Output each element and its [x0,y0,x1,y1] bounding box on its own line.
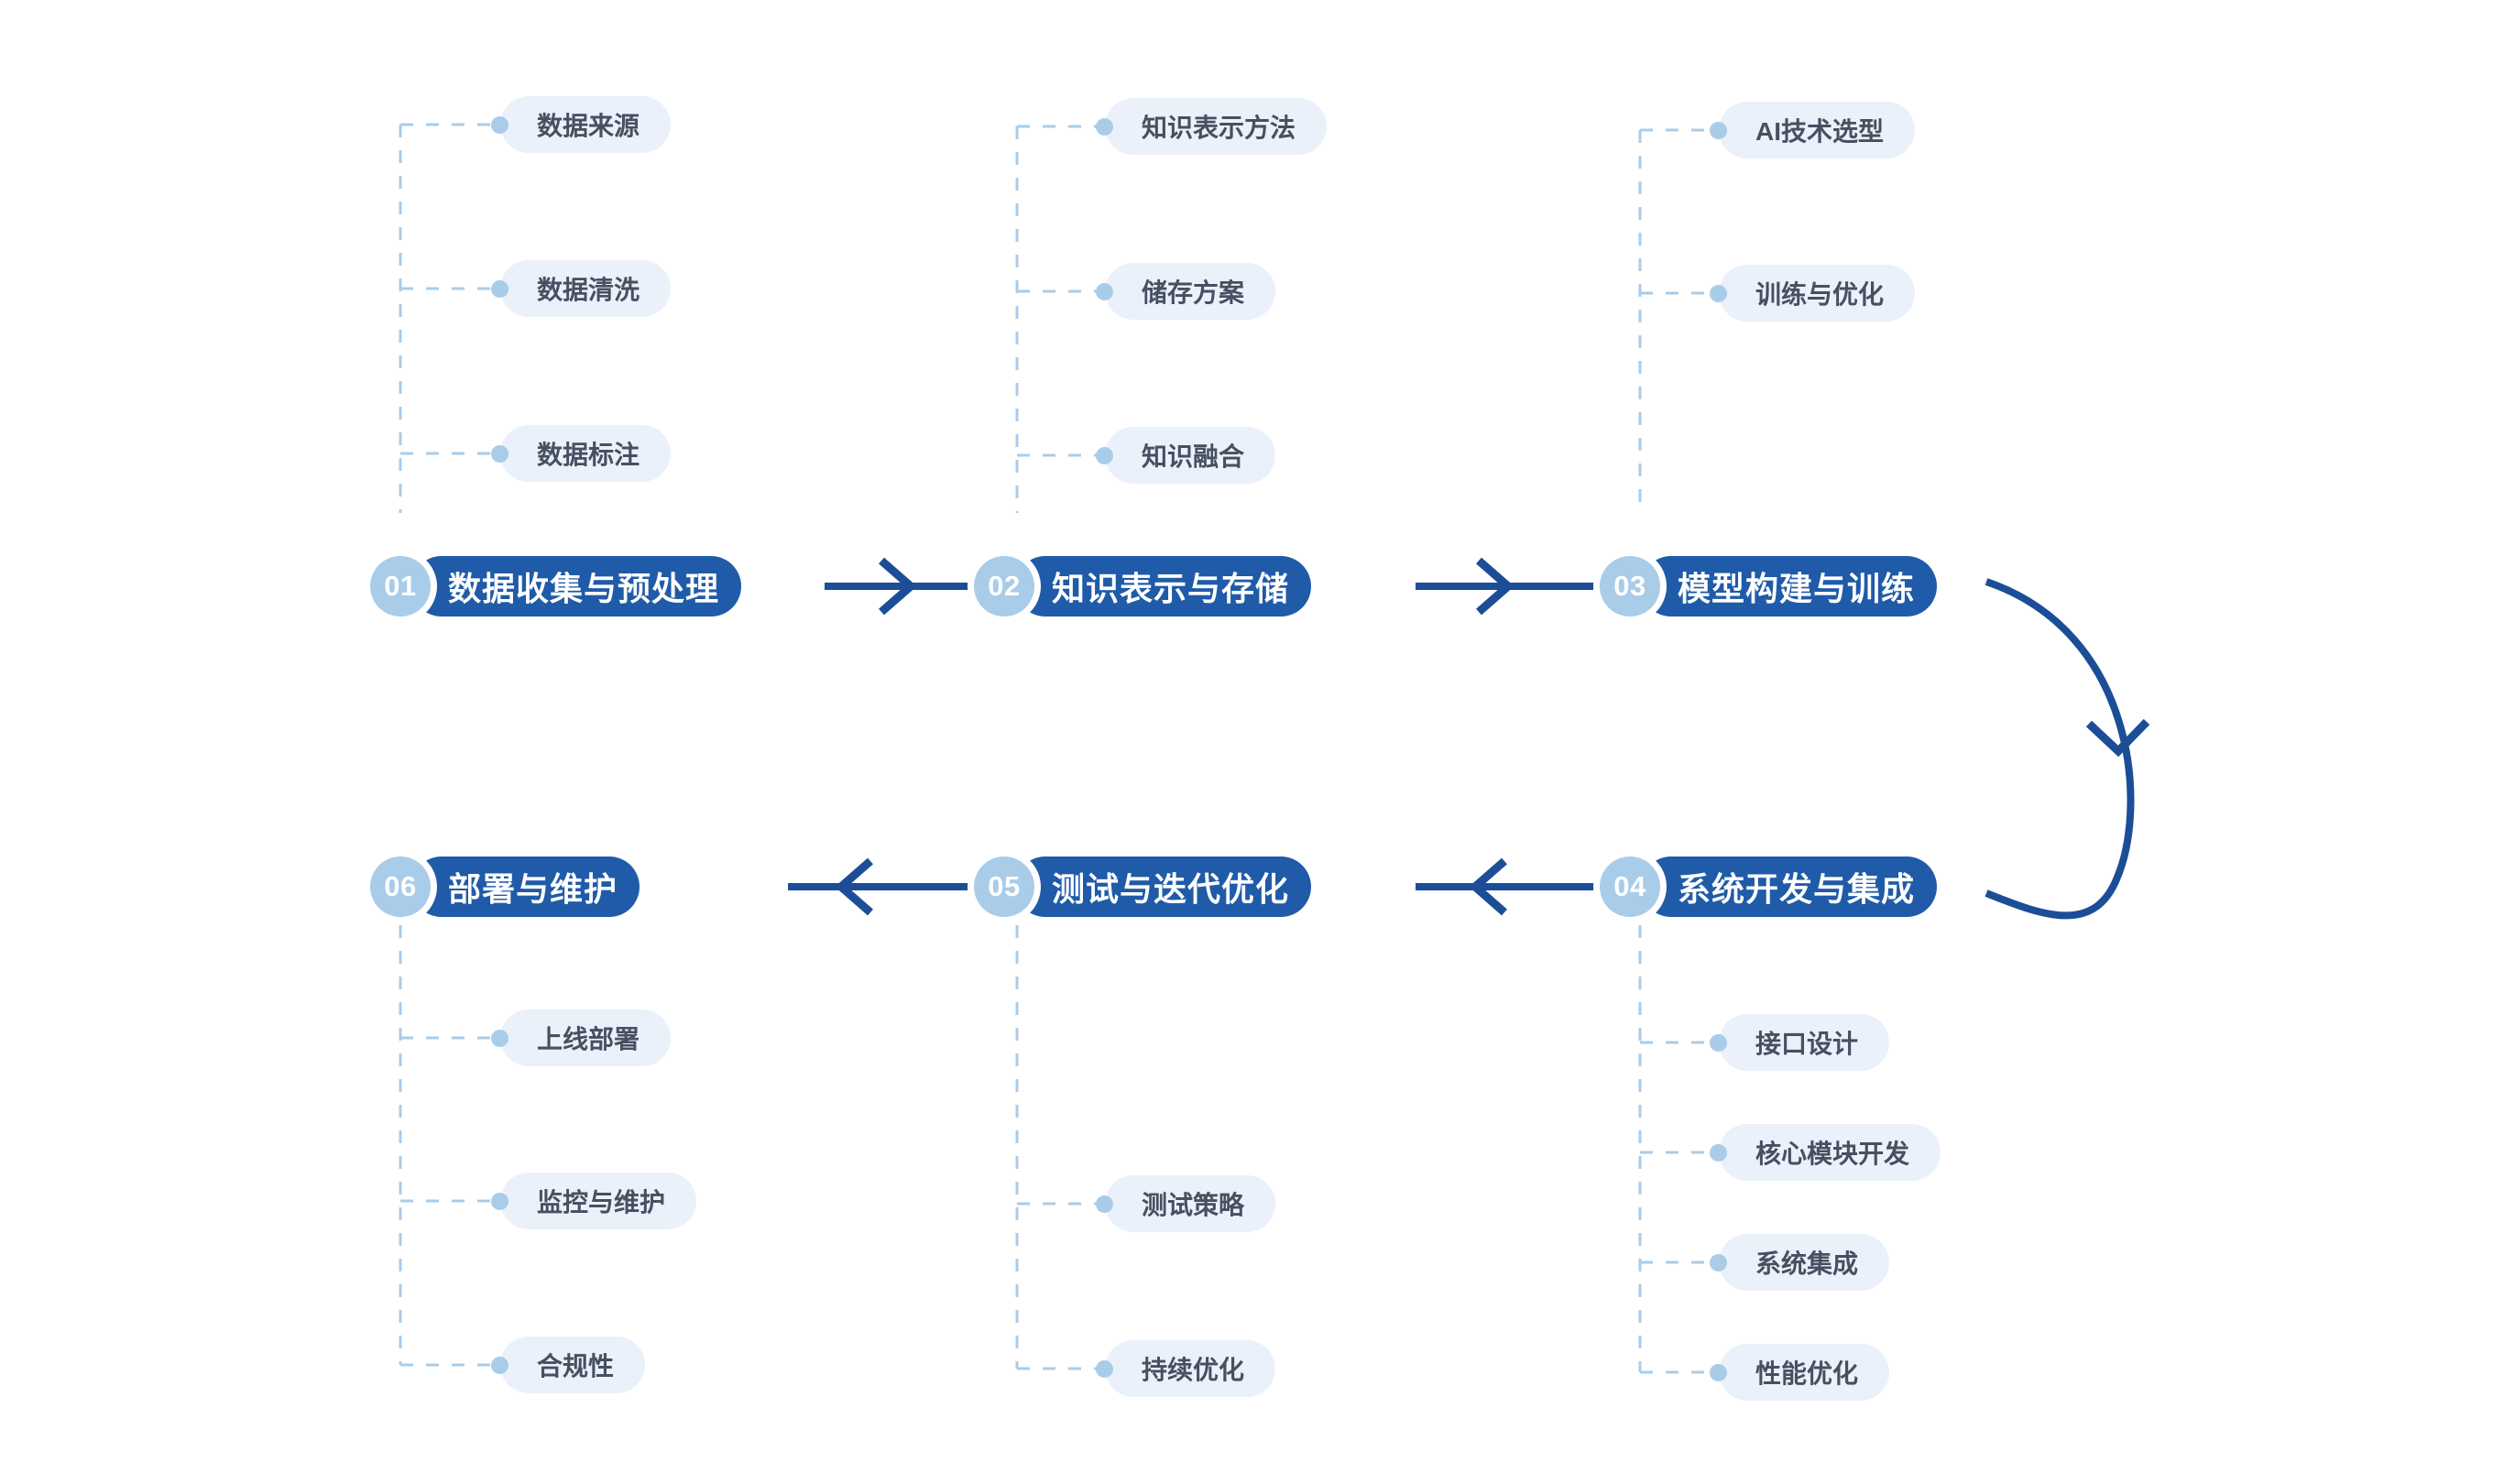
leaf-dot-icon [1096,282,1113,300]
leaf-dot-icon [1710,1253,1727,1271]
leaf-node[interactable]: 性能优化 [1710,1344,1890,1401]
leaf-dot-icon [1096,446,1113,464]
leaf-node[interactable]: 核心模块开发 [1710,1124,1941,1181]
leaf-node[interactable]: AI技术选型 [1710,102,1916,158]
stage-node-02[interactable]: 02 知识表示与存储 [974,556,1312,617]
leaf-label: AI技术选型 [1719,102,1916,158]
leaf-label: 持续优化 [1105,1340,1276,1397]
leaf-label: 测试策略 [1105,1175,1276,1232]
leaf-dot-icon [1710,1363,1727,1381]
leaf-label: 合规性 [500,1337,646,1393]
stage-badge-04: 04 [1600,857,1660,917]
stage-badge-03: 03 [1600,556,1660,617]
dashed-tree-stage-05 [1015,925,1104,1370]
leaf-label: 监控与维护 [500,1173,697,1229]
stage-title-04: 系统开发与集成 [1641,857,1938,917]
leaf-label: 知识表示方法 [1105,98,1328,155]
leaf-dot-icon [1710,284,1727,302]
leaf-node[interactable]: 知识表示方法 [1096,98,1328,155]
stage-badge-02: 02 [974,556,1034,617]
stage-title-03: 模型构建与训练 [1641,556,1938,617]
leaf-label: 知识融合 [1105,427,1276,484]
leaf-dot-icon [1096,1195,1113,1213]
flow-arrow-05-06 [788,857,974,916]
leaf-dot-icon [1710,1033,1727,1052]
leaf-label: 上线部署 [500,1009,672,1066]
leaf-node[interactable]: 合规性 [491,1337,646,1393]
leaf-node[interactable]: 数据来源 [491,96,672,153]
stage-title-05: 测试与迭代优化 [1015,857,1312,917]
leaf-label: 数据清洗 [500,260,672,317]
leaf-dot-icon [491,279,508,298]
dashed-tree-stage-04 [1638,925,1718,1374]
leaf-dot-icon [491,1192,508,1210]
leaf-node[interactable]: 系统集成 [1710,1234,1890,1291]
leaf-node[interactable]: 知识融合 [1096,427,1276,484]
leaf-dot-icon [491,1029,508,1047]
flow-arrow-03-04 [1985,578,2150,920]
stage-node-03[interactable]: 03 模型构建与训练 [1600,556,1938,617]
leaf-node[interactable]: 数据标注 [491,425,672,482]
leaf-label: 接口设计 [1719,1014,1890,1071]
leaf-node[interactable]: 上线部署 [491,1009,672,1066]
leaf-dot-icon [1096,1359,1113,1378]
stage-badge-05: 05 [974,857,1034,917]
leaf-label: 性能优化 [1719,1344,1890,1401]
leaf-label: 数据标注 [500,425,672,482]
flow-arrow-04-05 [1416,857,1600,916]
stage-title-06: 部署与维护 [411,857,640,917]
stage-title-02: 知识表示与存储 [1015,556,1312,617]
dashed-tree-stage-03 [1638,128,1718,513]
dashed-tree-stage-02 [1015,125,1104,513]
leaf-dot-icon [1710,1143,1727,1162]
stage-node-05[interactable]: 05 测试与迭代优化 [974,857,1312,917]
leaf-dot-icon [1710,121,1727,139]
leaf-node[interactable]: 接口设计 [1710,1014,1890,1071]
leaf-node[interactable]: 训练与优化 [1710,265,1916,322]
flow-arrow-02-03 [1416,557,1600,616]
leaf-dot-icon [1096,117,1113,136]
leaf-node[interactable]: 数据清洗 [491,260,672,317]
flow-arrow-01-02 [825,557,974,616]
dashed-tree-stage-06 [399,925,499,1367]
leaf-label: 训练与优化 [1719,265,1916,322]
leaf-dot-icon [491,444,508,463]
leaf-node[interactable]: 持续优化 [1096,1340,1276,1397]
leaf-label: 核心模块开发 [1719,1124,1941,1181]
leaf-dot-icon [491,115,508,134]
stage-node-04[interactable]: 04 系统开发与集成 [1600,857,1938,917]
leaf-label: 数据来源 [500,96,672,153]
stage-title-01: 数据收集与预处理 [411,556,742,617]
leaf-node[interactable]: 监控与维护 [491,1173,697,1229]
leaf-node[interactable]: 测试策略 [1096,1175,1276,1232]
leaf-node[interactable]: 储存方案 [1096,263,1276,320]
leaf-label: 储存方案 [1105,263,1276,320]
leaf-dot-icon [491,1356,508,1374]
stage-node-01[interactable]: 01 数据收集与预处理 [370,556,742,617]
stage-node-06[interactable]: 06 部署与维护 [370,857,640,917]
leaf-label: 系统集成 [1719,1234,1890,1291]
dashed-tree-stage-01 [399,123,499,513]
stage-badge-01: 01 [370,556,431,617]
stage-badge-06: 06 [370,857,431,917]
